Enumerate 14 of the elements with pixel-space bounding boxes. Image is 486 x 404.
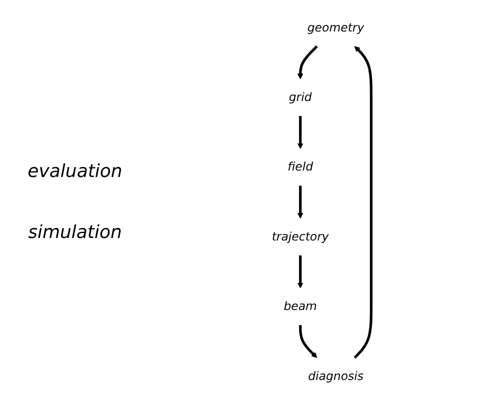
arrow	[297, 255, 304, 288]
node-text: field	[288, 160, 314, 174]
arrow	[297, 186, 304, 219]
node-text: grid	[288, 90, 312, 104]
arrow	[297, 45, 318, 80]
arrow	[297, 116, 304, 149]
node-text: beam	[284, 300, 317, 314]
node-text: diagnosis	[308, 369, 364, 384]
node-text: geometry	[307, 20, 364, 35]
cycle-label: evaluation	[28, 161, 122, 182]
arrow	[299, 325, 318, 358]
cycle-label: simulation	[28, 222, 122, 243]
node-text: trajectory	[272, 230, 329, 244]
arrow	[354, 46, 372, 359]
